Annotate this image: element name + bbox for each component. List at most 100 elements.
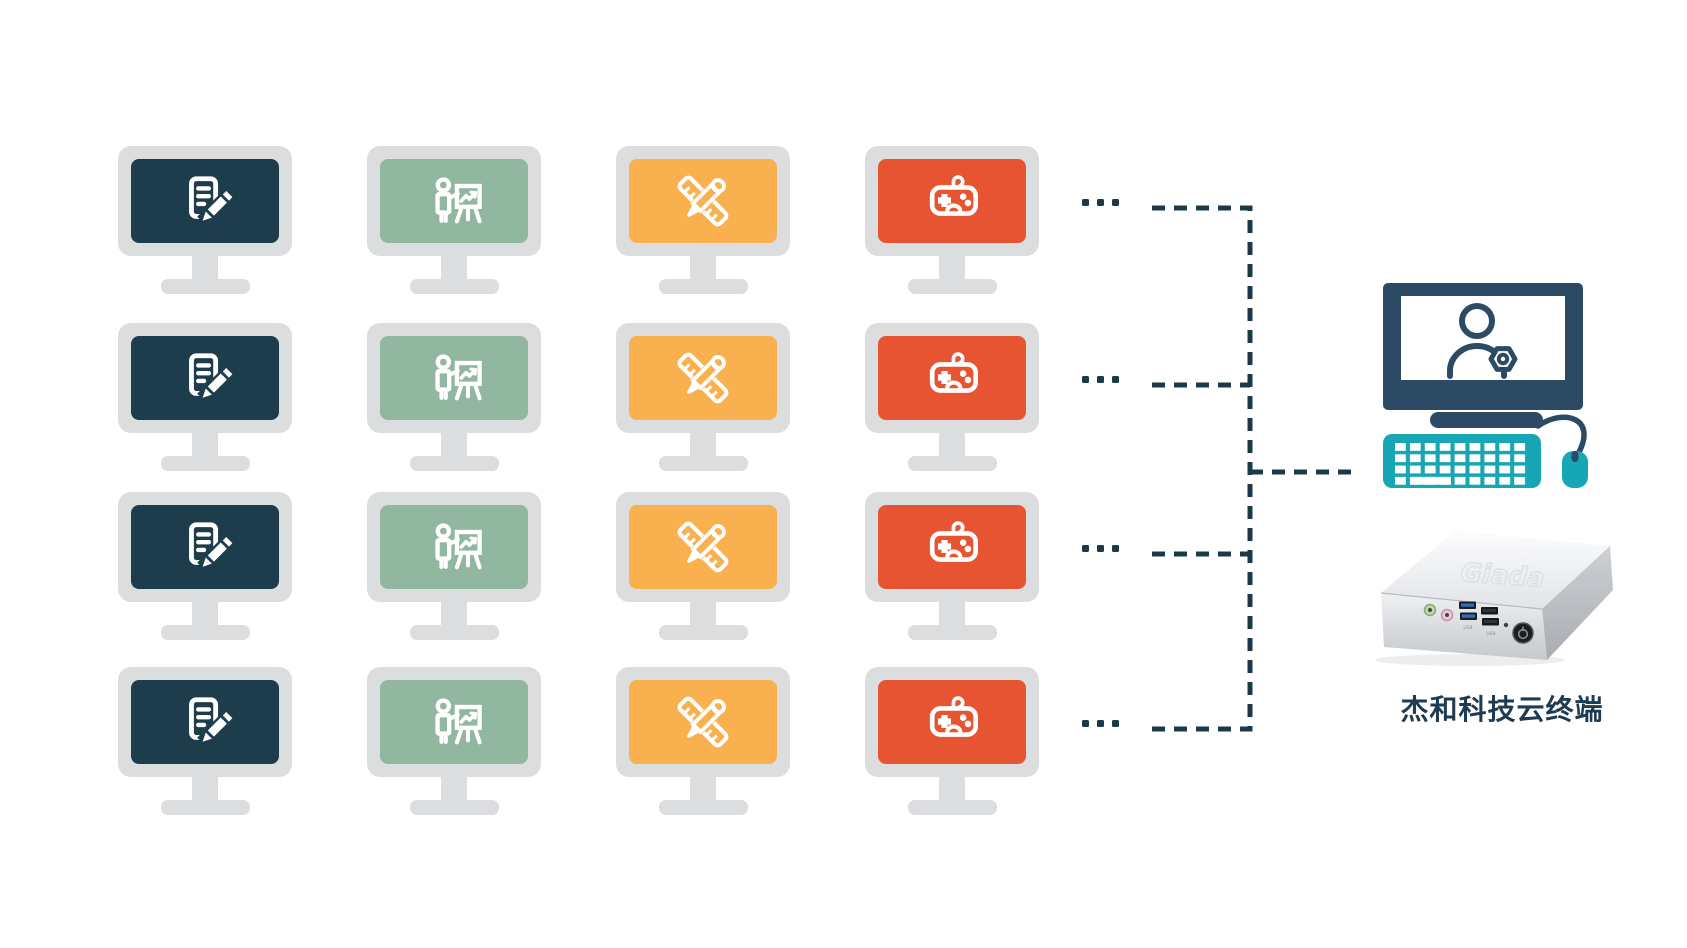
monitor-stand-neck <box>441 776 467 800</box>
monitor-stand-base <box>907 456 997 471</box>
monitor-gaming <box>865 323 1039 471</box>
monitor-stand-base <box>160 625 250 640</box>
monitor-design <box>616 323 790 471</box>
monitor-stand-neck <box>192 255 218 279</box>
monitor-stand-base <box>907 279 997 294</box>
monitor-frame <box>118 323 292 433</box>
monitor-presentation <box>367 323 541 471</box>
monitor-stand-neck <box>939 776 965 800</box>
monitor-screen <box>629 680 777 764</box>
monitor-frame <box>865 492 1039 602</box>
ruler-pencil-icon <box>674 693 732 751</box>
monitor-gaming <box>865 146 1039 294</box>
monitor-screen <box>629 505 777 589</box>
monitor-stand-neck <box>690 601 716 625</box>
monitor-design <box>616 667 790 815</box>
gamepad-icon <box>923 172 981 230</box>
ellipsis-dots <box>1082 199 1119 206</box>
monitor-screen <box>380 505 528 589</box>
monitor-stand-base <box>409 456 499 471</box>
monitor-gaming <box>865 492 1039 640</box>
monitor-stand-base <box>658 625 748 640</box>
monitor-stand-base <box>658 279 748 294</box>
monitor-screen <box>131 159 279 243</box>
monitor-frame <box>865 323 1039 433</box>
monitor-screen <box>380 159 528 243</box>
monitor-frame <box>367 667 541 777</box>
gamepad-icon <box>923 349 981 407</box>
monitor-stand-neck <box>939 255 965 279</box>
document-edit-icon <box>176 172 234 230</box>
monitor-stand-neck <box>690 776 716 800</box>
monitor-stand-base <box>160 279 250 294</box>
monitor-stand-base <box>658 456 748 471</box>
ellipsis-dots <box>1082 376 1119 383</box>
monitor-screen <box>131 505 279 589</box>
monitor-screen <box>380 680 528 764</box>
monitor-frame <box>616 323 790 433</box>
ruler-pencil-icon <box>674 518 732 576</box>
monitor-screen <box>629 336 777 420</box>
monitor-stand-base <box>160 800 250 815</box>
monitor-screen <box>878 505 1026 589</box>
document-edit-icon <box>176 693 234 751</box>
presenter-chart-icon <box>425 693 483 751</box>
monitor-stand-base <box>409 279 499 294</box>
monitor-screen <box>878 336 1026 420</box>
ruler-pencil-icon <box>674 349 732 407</box>
monitor-gaming <box>865 667 1039 815</box>
monitor-documents <box>118 492 292 640</box>
monitor-documents <box>118 323 292 471</box>
monitor-frame <box>865 667 1039 777</box>
monitor-frame <box>118 146 292 256</box>
monitor-screen <box>380 336 528 420</box>
monitor-screen <box>131 336 279 420</box>
terminal-label: 杰和科技云终端 <box>1400 693 1604 726</box>
monitor-screen <box>878 680 1026 764</box>
monitor-stand-neck <box>441 432 467 456</box>
monitor-design <box>616 492 790 640</box>
monitor-screen <box>878 159 1026 243</box>
monitor-stand-neck <box>441 255 467 279</box>
monitor-stand-neck <box>192 776 218 800</box>
presenter-chart-icon <box>425 172 483 230</box>
document-edit-icon <box>176 518 234 576</box>
monitor-stand-neck <box>939 601 965 625</box>
monitor-stand-neck <box>939 432 965 456</box>
monitor-presentation <box>367 667 541 815</box>
monitor-presentation <box>367 146 541 294</box>
monitor-documents <box>118 146 292 294</box>
monitor-stand-base <box>409 625 499 640</box>
ruler-pencil-icon <box>674 172 732 230</box>
gamepad-icon <box>923 518 981 576</box>
monitor-frame <box>118 667 292 777</box>
monitor-screen <box>131 680 279 764</box>
monitor-documents <box>118 667 292 815</box>
monitor-stand-base <box>409 800 499 815</box>
monitor-stand-base <box>160 456 250 471</box>
monitor-stand-neck <box>192 432 218 456</box>
monitor-frame <box>616 146 790 256</box>
monitor-frame <box>616 492 790 602</box>
monitor-stand-neck <box>441 601 467 625</box>
monitor-stand-base <box>907 800 997 815</box>
monitor-frame <box>865 146 1039 256</box>
monitor-stand-neck <box>192 601 218 625</box>
document-edit-icon <box>176 349 234 407</box>
ellipsis-dots <box>1082 720 1119 727</box>
monitor-stand-neck <box>690 432 716 456</box>
monitor-presentation <box>367 492 541 640</box>
monitor-design <box>616 146 790 294</box>
monitor-screen <box>629 159 777 243</box>
monitor-frame <box>367 323 541 433</box>
gamepad-icon <box>923 693 981 751</box>
monitor-frame <box>367 492 541 602</box>
presenter-chart-icon <box>425 518 483 576</box>
ellipsis-dots <box>1082 545 1119 552</box>
monitor-frame <box>616 667 790 777</box>
presenter-chart-icon <box>425 349 483 407</box>
monitor-frame <box>367 146 541 256</box>
monitor-stand-base <box>907 625 997 640</box>
monitor-stand-base <box>658 800 748 815</box>
